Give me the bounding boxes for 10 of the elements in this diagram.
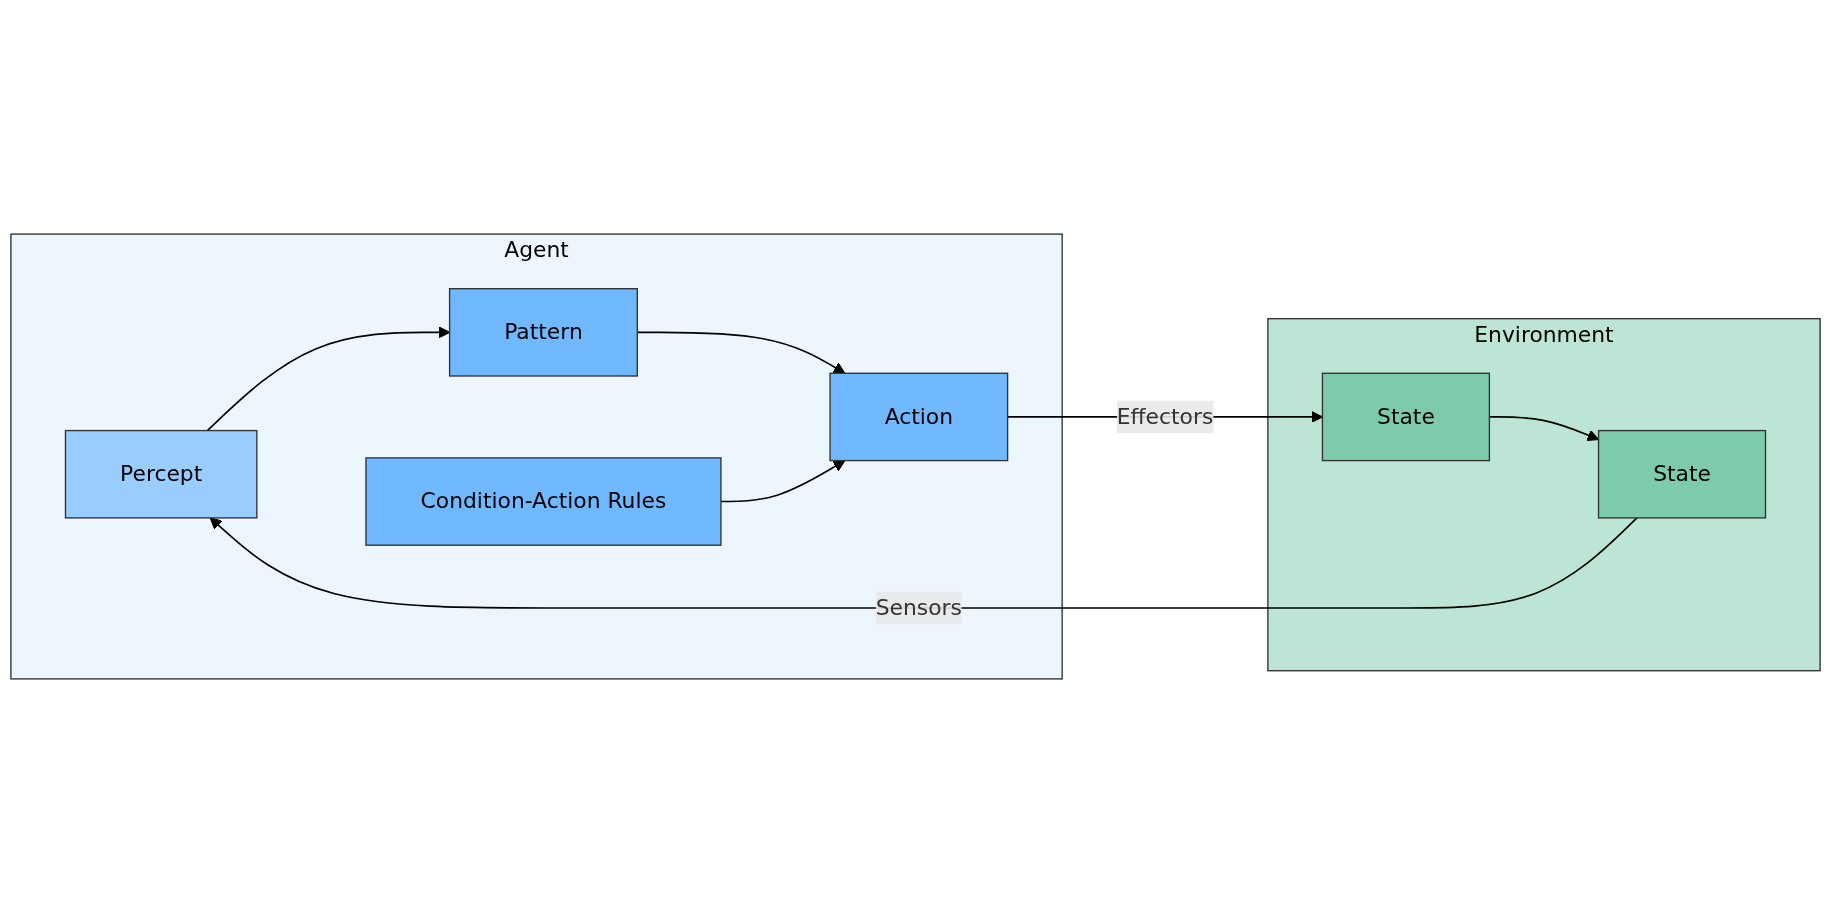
node-box: State — [1321, 372, 1491, 462]
node-box: State — [1597, 429, 1767, 519]
edge-label: Effectors — [1116, 403, 1214, 430]
edge-label: Sensors — [875, 594, 962, 621]
node-box: Action — [829, 372, 1009, 462]
arrow — [720, 460, 846, 503]
node-box: Percept — [64, 429, 258, 519]
node-box: Condition-Action Rules — [365, 457, 722, 546]
node-box: Pattern — [448, 288, 638, 377]
arrow — [209, 517, 1638, 609]
